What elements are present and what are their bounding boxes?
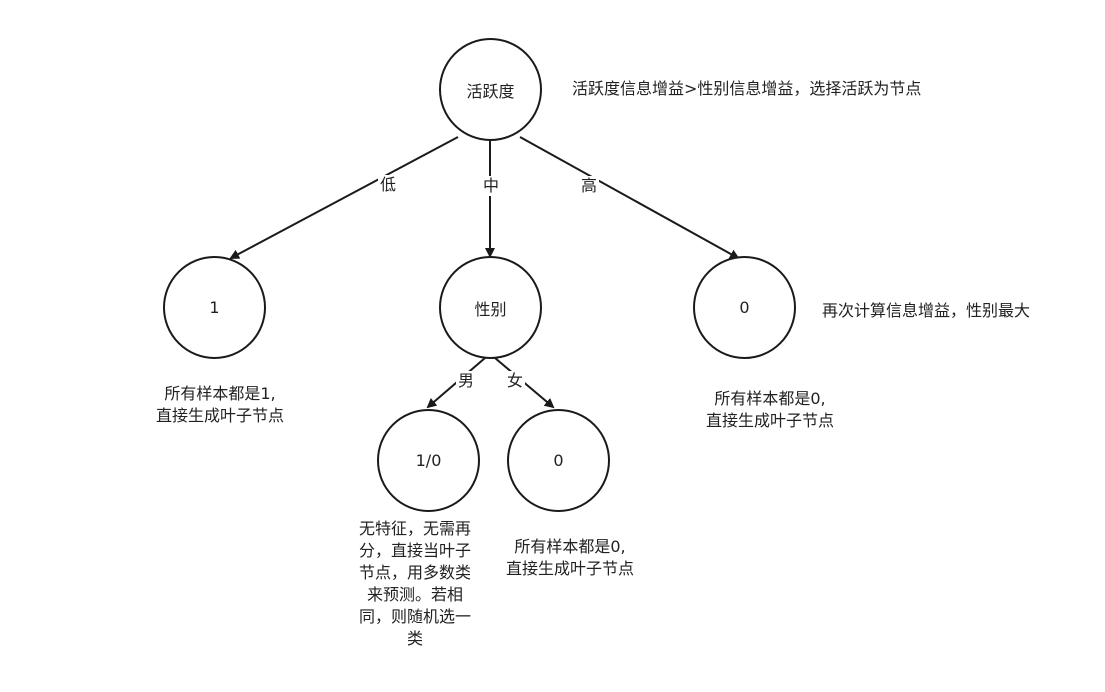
note-high-leaf-line-1: 所有样本都是0, — [714, 389, 826, 408]
note-high-leaf: 所有样本都是0, 直接生成叶子节点 — [690, 388, 850, 432]
note-male-leaf-line-6: 类 — [406, 629, 423, 648]
node-male-leaf-label: 1/0 — [415, 451, 442, 470]
note-high-leaf-line-2: 直接生成叶子节点 — [705, 411, 834, 430]
edge-label-male: 男 — [455, 371, 477, 391]
note-male-leaf-line-1: 无特征，无需再 — [358, 519, 471, 538]
note-male-leaf-line-3: 节点，用多数类 — [358, 563, 471, 582]
note-root: 活跃度信息增益>性别信息增益，选择活跃为节点 — [572, 79, 922, 98]
edge-label-high: 高 — [578, 176, 600, 196]
node-high-leaf-label: 0 — [739, 298, 750, 317]
note-female-leaf-line-1: 所有样本都是0, — [514, 537, 626, 556]
node-gender: 性别 — [439, 256, 542, 359]
node-high-leaf: 0 — [693, 256, 796, 359]
edge-label-mid: 中 — [480, 176, 502, 196]
note-male-leaf-line-2: 分，直接当叶子 — [358, 541, 471, 560]
node-low-leaf-label: 1 — [209, 298, 220, 317]
node-low-leaf: 1 — [163, 256, 266, 359]
edge-root-low — [229, 136, 459, 259]
note-female-leaf-line-2: 直接生成叶子节点 — [505, 559, 634, 578]
note-low-leaf-line-2: 直接生成叶子节点 — [155, 406, 284, 425]
note-male-leaf-line-5: 同，则随机选一 — [358, 607, 471, 626]
note-high-side: 再次计算信息增益，性别最大 — [822, 301, 1031, 320]
node-female-leaf: 0 — [507, 409, 610, 512]
edge-label-female: 女 — [504, 371, 526, 391]
note-male-leaf-line-4: 来预测。若相 — [366, 585, 463, 604]
note-low-leaf: 所有样本都是1, 直接生成叶子节点 — [140, 383, 300, 427]
note-female-leaf: 所有样本都是0, 直接生成叶子节点 — [490, 536, 650, 580]
edge-label-low: 低 — [377, 175, 399, 195]
node-root-label: 活跃度 — [466, 81, 515, 101]
node-female-leaf-label: 0 — [553, 451, 564, 470]
node-male-leaf: 1/0 — [377, 409, 480, 512]
node-root: 活跃度 — [439, 38, 542, 141]
edge-root-high — [519, 136, 740, 259]
node-gender-label: 性别 — [474, 299, 507, 319]
note-low-leaf-line-1: 所有样本都是1, — [164, 384, 276, 403]
note-male-leaf: 无特征，无需再 分，直接当叶子 节点，用多数类 来预测。若相 同，则随机选一 类 — [345, 518, 485, 650]
